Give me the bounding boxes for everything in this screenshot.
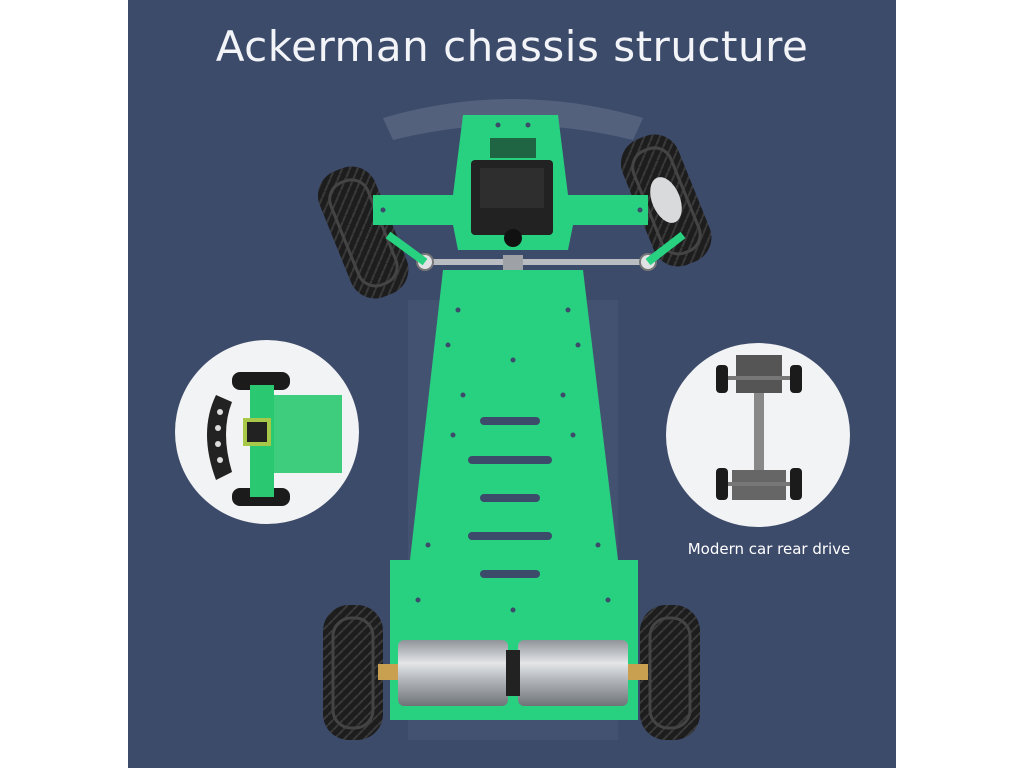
page-title: Ackerman chassis structure [215, 22, 809, 71]
front-left-wheel [317, 166, 409, 299]
rear-left-wheel [323, 605, 383, 740]
ad-panel: Ackerman chassis structure [128, 0, 896, 768]
rear-drive-motors [378, 640, 648, 706]
mount-holes [380, 122, 643, 613]
front-steering-plate [373, 115, 648, 250]
front-right-wheel [620, 134, 712, 267]
main-chassis-plate [390, 270, 638, 720]
tie-rod [385, 231, 686, 275]
chassis-illustration [175, 99, 850, 740]
right-inset-caption: Modern car rear drive [687, 540, 851, 558]
rear-right-wheel [640, 605, 700, 740]
right-inset-photo [666, 343, 850, 527]
left-inset-photo [175, 340, 359, 524]
